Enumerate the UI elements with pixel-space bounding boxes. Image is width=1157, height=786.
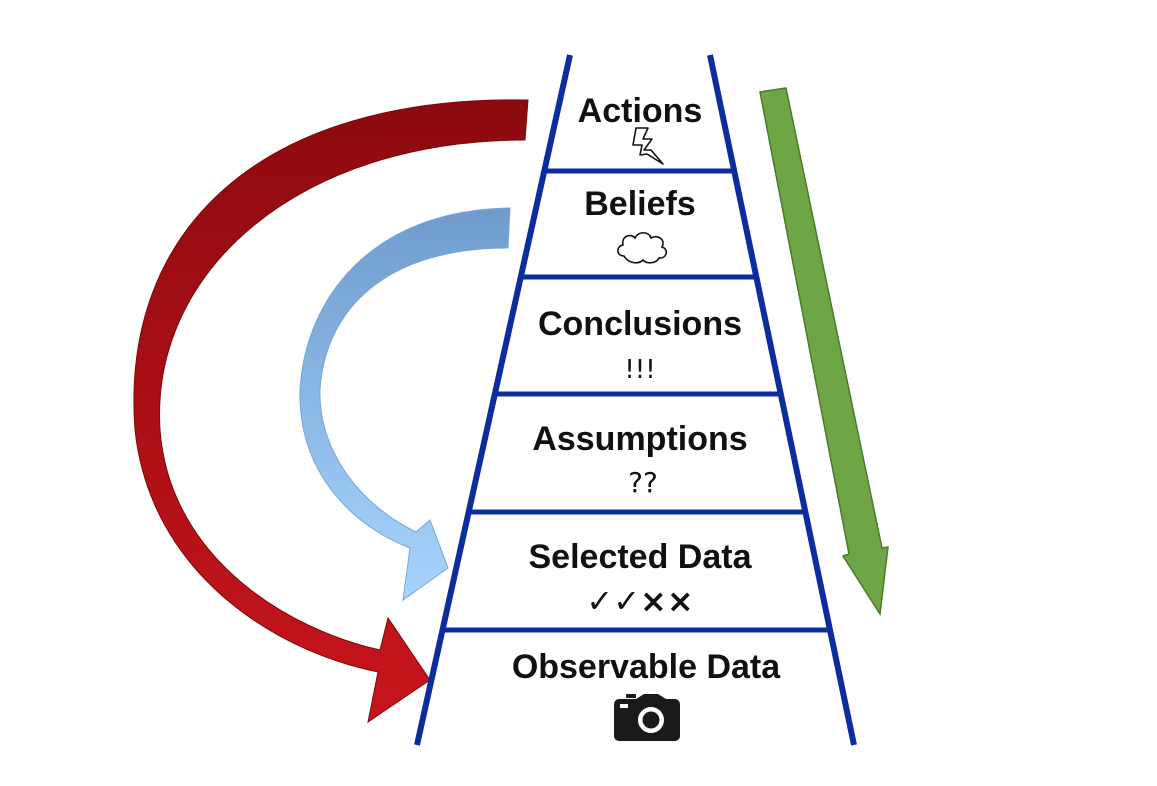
blue-feedback-arrow	[299, 207, 511, 602]
lightning-icon	[632, 127, 664, 165]
rung-symbol-conclusions: !!!	[624, 355, 655, 385]
rung-label-beliefs: Beliefs	[584, 185, 696, 223]
rung-symbol-selected-data: ✓✓××	[586, 582, 693, 620]
rung-label-actions: Actions	[578, 92, 703, 130]
rung-label-conclusions: Conclusions	[538, 305, 742, 343]
rung-label-observable-data: Observable Data	[512, 648, 781, 686]
rung-label-selected-data: Selected Data	[529, 538, 753, 576]
rung-symbol-assumptions: ??	[628, 466, 658, 499]
cloud-icon	[617, 231, 668, 264]
ladder-left-rail	[414, 54, 573, 746]
rung-label-assumptions: Assumptions	[532, 420, 747, 458]
camera-icon	[614, 694, 680, 741]
green-descent-arrow	[759, 87, 889, 617]
